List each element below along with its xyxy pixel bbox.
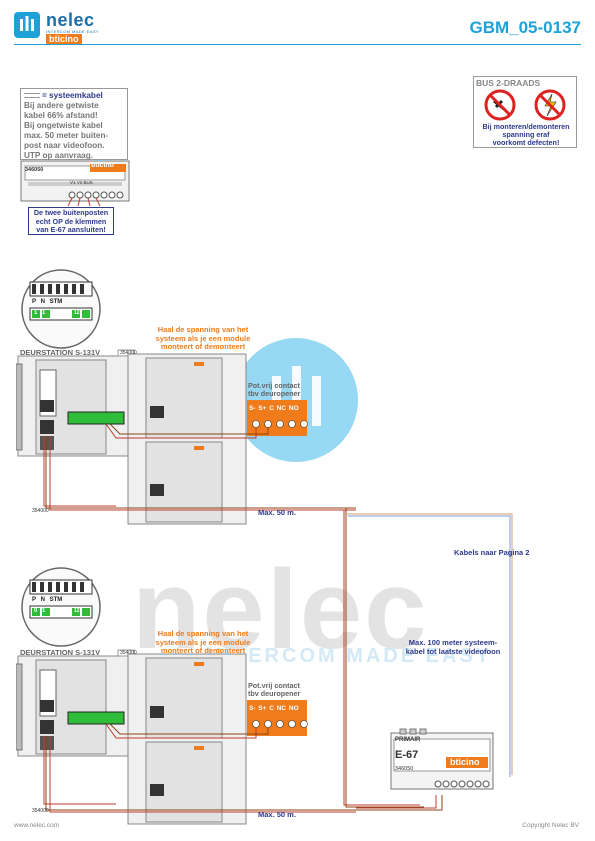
- header-divider: [14, 44, 581, 45]
- module-code-top-1: 354000: [120, 350, 137, 356]
- warning-line: monteert of demonteert: [160, 646, 246, 655]
- dip-label: M: [57, 597, 63, 603]
- info-line: post naar videofoon.: [24, 141, 105, 150]
- dip-value: 0: [34, 608, 38, 614]
- max100-line: kabel tot laatste videofoon: [405, 647, 501, 656]
- info-line: UTP op aanvraag.: [24, 151, 94, 160]
- contact-terminals-2: S- S+ C NC NO: [249, 705, 299, 712]
- brand-name: nelec: [46, 10, 95, 30]
- e67-primary-label: PRIMAIR: [395, 737, 421, 743]
- max100-line: Max. 100 meter systeem-: [408, 638, 498, 647]
- dip-labels-2: P N STM: [32, 597, 62, 603]
- note-two-stations: De twee buitenposten echt OP de klemmen …: [28, 207, 114, 235]
- module-code-bottom-2: 354000: [32, 808, 49, 814]
- no-power-icon: [484, 89, 566, 121]
- pot-line: Pot.vrij contact: [248, 381, 300, 390]
- dip-switch-zoom-1: [21, 269, 101, 349]
- warning-line: Haal de spanning van het: [157, 629, 249, 638]
- dip-label: N: [40, 597, 45, 603]
- dip-label: P: [32, 299, 36, 305]
- info-line: max. 50 meter buiten-: [24, 131, 109, 140]
- max-100m-note: Max. 100 meter systeem- kabel tot laatst…: [388, 638, 518, 656]
- brand-tagline: INTERCOM MADE EASY: [46, 29, 99, 34]
- dip-value: 1: [42, 310, 46, 316]
- distance-label-1: Max. 50 m.: [258, 508, 296, 517]
- watermark-tagline: INTERCOM MADE EASY: [207, 645, 493, 667]
- dip-values-1: 1 1: [34, 310, 45, 316]
- dip-label: M: [57, 299, 63, 305]
- power-warning-1: Haal de spanning van het systeem als je …: [146, 325, 260, 352]
- bus-note-line: voorkomt defecten!: [492, 138, 560, 147]
- door-station-title-2: DEURSTATION S-131V: [20, 648, 101, 657]
- pot-line: tbv deuropener: [248, 689, 301, 698]
- warning-line: Haal de spanning van het: [157, 325, 249, 334]
- bus-note-line: spanning eraf: [502, 130, 550, 139]
- dip-label: T: [53, 597, 58, 603]
- bticino-logo: bticino: [46, 34, 82, 44]
- info-line: Bij ongetwiste kabel: [24, 121, 103, 130]
- dip-label: T: [53, 299, 58, 305]
- footer-copyright: Copyright Nelec BV: [522, 822, 579, 829]
- system-cable-info: = systeemkabel Bij andere getwiste kabel…: [20, 88, 128, 160]
- dip-switch-zoom-2: [21, 567, 101, 647]
- nelec-logo-icon: [14, 12, 40, 38]
- module-code-bottom-1: 354000: [32, 508, 49, 514]
- pot-contact-label-2: Pot.vrij contact tbv deuropener: [248, 682, 300, 698]
- watermark-nelec: nelec: [132, 547, 429, 672]
- dip-value-12-1: 12: [74, 310, 80, 316]
- info-line: kabel 66% afstand!: [24, 111, 98, 120]
- pot-line: tbv deuropener: [248, 389, 301, 398]
- e67-name: E-67: [395, 749, 419, 761]
- note-line: De twee buitenposten: [33, 208, 109, 217]
- module-code-top-2: 354000: [120, 650, 137, 656]
- dip-values-2: 0 1: [34, 608, 45, 614]
- note-line: echt OP de klemmen: [35, 216, 107, 226]
- warning-line: systeem als je een module: [155, 333, 251, 343]
- footer-website[interactable]: www.nelec.com: [14, 822, 60, 829]
- dip-value: 1: [34, 310, 38, 316]
- cables-to-page-2: Kabels naar Pagina 2: [454, 548, 530, 557]
- module-346050-diagram: [20, 160, 130, 206]
- e67-brand: bticino: [450, 757, 480, 767]
- dip-value-12-2: 12: [74, 608, 80, 614]
- module-346050-code: 346050: [25, 167, 44, 173]
- note-line: van E-67 aansluiten!: [36, 225, 106, 234]
- warning-line: monteert of demonteert: [160, 342, 246, 351]
- module-346050-brand: bticino: [91, 162, 114, 169]
- document-id: GBM_05-0137: [469, 18, 581, 37]
- pot-contact-label-1: Pot.vrij contact tbv deuropener: [248, 382, 300, 398]
- contact-terminals-1: S- S+ C NC NO: [249, 405, 299, 412]
- bus-note-line: Bij monteren/demonteren: [482, 122, 570, 131]
- cable-symbol-icon: [24, 93, 40, 99]
- dip-label: S: [49, 299, 54, 305]
- dip-value: 1: [42, 608, 46, 614]
- door-station-title-1: DEURSTATION S-131V: [20, 348, 101, 357]
- dip-label: S: [49, 597, 54, 603]
- power-warning-2: Haal de spanning van het systeem als je …: [146, 629, 260, 656]
- pot-line: Pot.vrij contact: [248, 681, 300, 690]
- dip-labels-1: P N STM: [32, 299, 62, 305]
- info-line: Bij andere getwiste: [24, 101, 99, 110]
- warning-line: systeem als je een module: [155, 637, 251, 647]
- module-346050-terminals: V1 V2 BUS: [70, 180, 93, 185]
- dip-label: P: [32, 597, 36, 603]
- info-line-title: = systeemkabel: [42, 91, 103, 100]
- cable-runs: [340, 507, 513, 811]
- bus-warning-box: BUS 2-DRAADS Bij monteren/demonteren spa…: [473, 76, 577, 148]
- bus-title: BUS 2-DRAADS: [476, 78, 541, 88]
- door-station-diagram-1: [16, 349, 356, 525]
- dip-label: N: [40, 299, 45, 305]
- door-station-diagram-2: [16, 649, 356, 825]
- e67-unit-diagram: [390, 728, 494, 790]
- e67-code: 346050: [395, 766, 414, 772]
- distance-label-2: Max. 50 m.: [258, 810, 296, 819]
